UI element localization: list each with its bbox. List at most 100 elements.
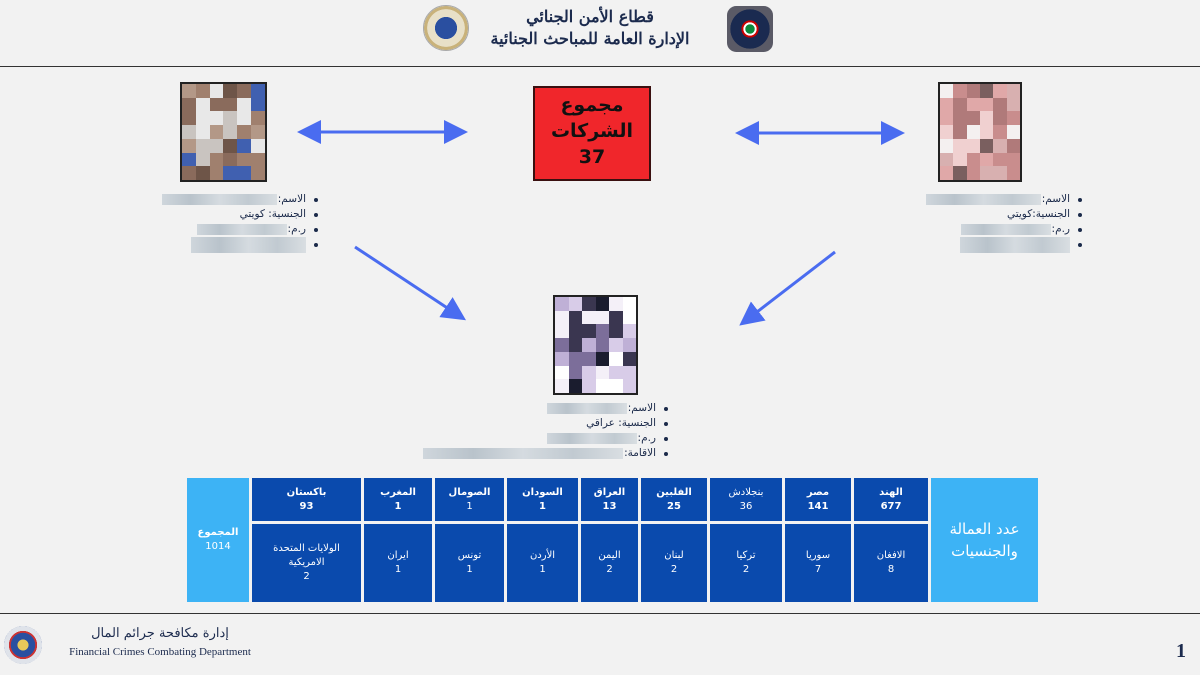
pixel [622,310,636,325]
pixel [555,338,569,352]
pixel [223,97,238,112]
pixel [582,379,596,393]
pixel [953,152,967,167]
pixel [609,338,623,352]
person-info-center: الاسم: الجنسية: عراقي ر.م: الاقامة: [405,401,670,461]
pixel [237,111,252,126]
pixel [966,97,980,112]
pixel [555,379,569,393]
pixel [993,84,1007,98]
pixel [568,310,582,325]
pixel [979,166,994,180]
companies-label-2: الشركات [550,120,634,142]
arrow-left-to-center [354,245,467,321]
pixel [979,152,994,167]
pixel [555,297,569,311]
companies-label-1: مجموع [560,94,624,116]
pixel [966,125,980,139]
pixel [622,324,636,339]
pixel [223,166,238,180]
person-info-left: الاسم: الجنسية: كويتي ر.م: [150,192,320,253]
id-field: ر.م: [912,222,1084,237]
pixel [1006,138,1020,153]
pixel [182,97,196,112]
pixel [568,324,582,339]
table-header: عدد العمالة والجنسيات [931,478,1038,602]
pixel [953,97,967,112]
pixel [609,297,623,311]
nationality-field: الجنسية: عراقي [405,416,670,431]
pixel [993,97,1007,112]
pixel [223,138,238,153]
pixel [940,138,954,153]
pixel [195,138,210,153]
pixel [251,166,265,180]
pixel [953,166,967,180]
pixel [568,365,582,380]
footer-divider [0,613,1200,614]
pixel [555,324,569,339]
pixel [209,166,224,180]
pixel [609,365,623,380]
pixel [568,351,582,366]
pixel [223,111,238,126]
pixel [568,338,582,352]
person-photo-center [553,295,638,395]
pixel [195,111,210,126]
name-field: الاسم: [912,192,1084,207]
pixel [182,138,196,153]
pixel [993,152,1007,167]
pixel [622,365,636,380]
pixel [237,166,252,180]
companies-total-box: مجموع الشركات 37 [533,86,651,181]
page-title: قطاع الأمن الجنائي الإدارة العامة للمباح… [470,6,710,50]
pixel [940,111,954,126]
pixel [940,97,954,112]
pixel [237,97,252,112]
id-field: ر.م: [405,431,670,446]
footer-department-ar: إدارة مكافحة جرائم المال [91,626,229,641]
pixel [993,111,1007,126]
header-divider [0,66,1200,67]
financial-crimes-department-logo [4,626,42,664]
pixel [1006,125,1020,139]
pixel [595,379,609,393]
pixel [1006,166,1020,180]
name-field: الاسم: [405,401,670,416]
pixel [195,152,210,167]
title-line-2: الإدارة العامة للمباحث الجنائية [490,29,690,48]
pixel [940,166,954,180]
person-photo-left [180,82,267,182]
extra-field [912,236,1084,253]
companies-count: 37 [578,146,606,168]
pixel [209,84,224,98]
pixel [966,111,980,126]
pixel [251,84,265,98]
pixel [251,152,265,167]
pixel [582,365,596,380]
pixel [979,138,994,153]
pixel [582,338,596,352]
pixel [182,152,196,167]
pixel [1006,111,1020,126]
pixel [940,152,954,167]
pixel [209,138,224,153]
